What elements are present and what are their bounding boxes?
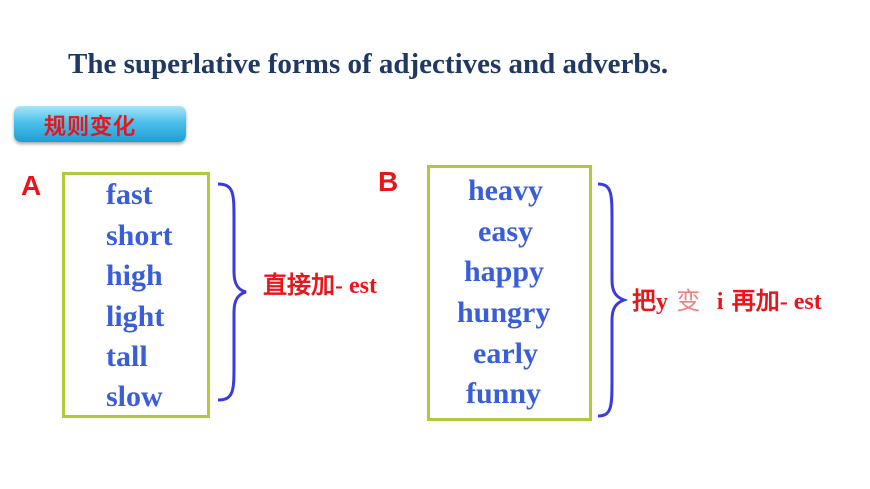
word-b-2: easy xyxy=(478,215,533,248)
rule-b-cn1: 把 xyxy=(632,287,656,315)
word-a-3: high xyxy=(106,259,163,292)
group-b-box xyxy=(427,165,592,421)
group-a-rule: 直接加- est xyxy=(263,265,377,300)
rule-b-en: - est xyxy=(779,289,822,315)
word-a-1: fast xyxy=(106,178,153,211)
rule-b-cn3: 再加 xyxy=(731,287,780,315)
group-a-brace-icon xyxy=(217,182,247,402)
word-b-3: happy xyxy=(464,255,545,288)
word-a-4: light xyxy=(106,300,165,333)
group-a-letter: A xyxy=(21,170,42,201)
group-b-brace-icon xyxy=(597,182,629,418)
rule-b-i: i xyxy=(716,289,724,315)
word-b-1: heavy xyxy=(468,174,543,207)
rule-a-en: - est xyxy=(335,273,377,299)
category-badge: 规则变化 xyxy=(14,106,186,142)
rule-b-cn2: 变 xyxy=(676,287,701,315)
group-b-letter: B xyxy=(378,166,399,197)
group-a-box xyxy=(62,172,210,418)
badge-label: 规则变化 xyxy=(44,115,137,140)
group-b-rule: 把y 变 i 再加- est xyxy=(632,281,822,316)
slide-title: The superlative forms of adjectives and … xyxy=(68,48,669,80)
word-a-5: tall xyxy=(106,340,148,373)
rule-a-cn: 直接加 xyxy=(263,271,335,299)
word-a-6: slow xyxy=(106,380,163,413)
word-b-6: funny xyxy=(466,377,542,410)
word-b-5: early xyxy=(473,337,538,370)
word-b-4: hungry xyxy=(457,296,551,329)
word-a-2: short xyxy=(106,219,173,252)
rule-b-y: y xyxy=(656,289,668,315)
